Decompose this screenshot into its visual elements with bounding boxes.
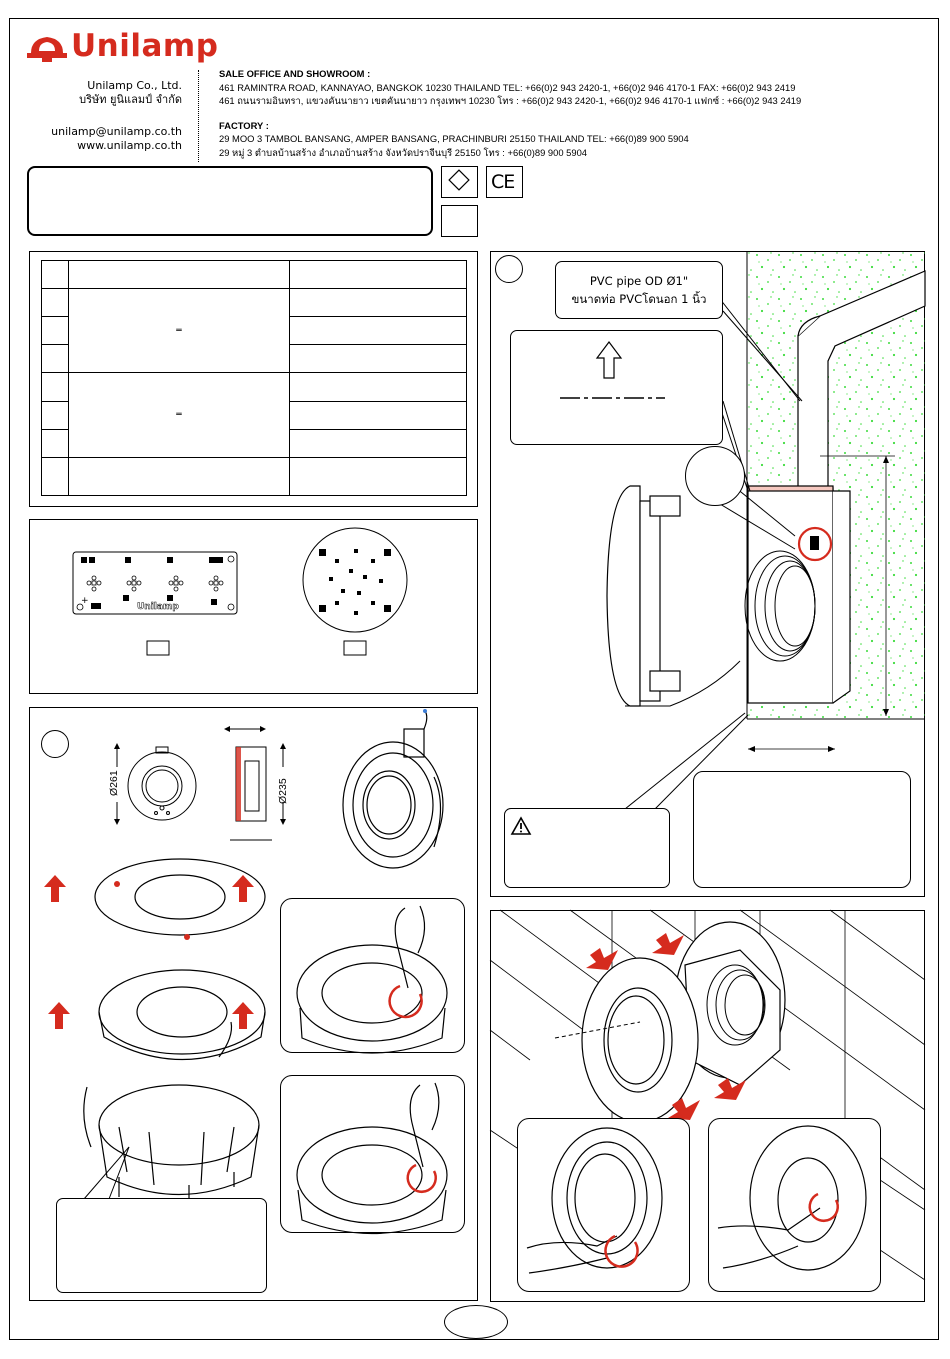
company-email[interactable]: unilamp@unilamp.co.th [51, 125, 182, 138]
page-frame [9, 18, 939, 1340]
round-pcb-label-box [343, 640, 367, 656]
class-mark-box [441, 166, 478, 198]
warning-triangle-icon [510, 816, 532, 835]
step-2-note-box [693, 771, 911, 888]
brand-name: Unilamp [71, 28, 219, 64]
ce-mark: CE [491, 171, 515, 193]
dimension-inner: Ø235 [277, 778, 289, 804]
factory-heading: FACTORY : [219, 119, 269, 131]
pvc-label-en: PVC pipe OD Ø1" [589, 274, 689, 288]
header-divider [198, 70, 199, 162]
step-1-note-box [56, 1198, 267, 1293]
fitting-drawing [489, 909, 926, 1281]
step-2-number-circle [495, 255, 523, 283]
sales-line-en: 461 RAMINTRA ROAD, KANNAYAO, BANGKOK 102… [219, 81, 796, 93]
detail-fit-ring-2 [708, 1118, 881, 1292]
pvc-label-th: ขนาดท่อ PVCโดนอก 1 นิ้ว [571, 292, 707, 306]
detail-remove-ring-bottom [280, 1075, 465, 1233]
connector-highlight-circle [797, 526, 833, 562]
address-block: SALE OFFICE AND SHOWROOM : 461 RAMINTRA … [219, 67, 801, 159]
step-3-panel [490, 910, 925, 1302]
factory-line-en: 29 MOO 3 TAMBOL BANSANG, AMPER BANSANG, … [219, 133, 689, 144]
page-number-oval [444, 1305, 508, 1339]
company-web[interactable]: www.unilamp.co.th [77, 139, 182, 152]
dimension-outer: Ø261 [108, 770, 120, 796]
sales-line-th: 461 ถนนรามอินทรา, แขวงคันนายาว เขตคันนาย… [219, 95, 802, 106]
detail-remove-ring-top [280, 898, 465, 1053]
detail-zoom-circle [685, 446, 745, 506]
fit-detail-1-drawing [526, 1127, 663, 1274]
screwdriver-detail-2 [296, 1082, 448, 1235]
company-block: Unilamp Co., Ltd. บริษัท ยูนิแลมป์ จำกัด… [40, 79, 182, 153]
led-board-panel [29, 519, 478, 694]
factory-line-th: 29 หมู่ 3 ตำบลบ้านสร้าง อำเภอบ้านสร้าง จ… [219, 146, 588, 158]
wall-installation-drawing [606, 251, 926, 810]
step-1-number-circle [41, 730, 69, 758]
warning-box [504, 808, 670, 888]
round-pcb-icon [302, 527, 408, 633]
pcb-brand: Unilamp [137, 602, 179, 612]
led-board-drawings: + Unilamp [72, 527, 408, 656]
equal-sign: ═ [68, 372, 290, 458]
rectangular-pcb-icon: + [72, 551, 238, 615]
step-1-panel [29, 707, 478, 1301]
unilamp-logo: Unilamp [27, 28, 227, 68]
fit-detail-2-drawing [717, 1125, 867, 1271]
water-level-box [510, 330, 723, 445]
spec-panel [29, 251, 478, 507]
company-name-en: Unilamp Co., Ltd. [87, 79, 182, 92]
water-level-arrow-icon [560, 341, 665, 399]
ce-mark-box: CE [486, 166, 523, 198]
pcb-label-box [146, 640, 170, 656]
svg-text:+: + [81, 596, 89, 606]
disassembly-drawing [44, 709, 444, 1202]
pvc-pipe-label: PVC pipe OD Ø1" ขนาดท่อ PVCโดนอก 1 นิ้ว [555, 261, 723, 319]
equal-sign: ═ [68, 288, 290, 374]
company-name-th: บริษัท ยูนิแลมป์ จำกัด [79, 93, 182, 106]
spec-table: ═ ═ [41, 259, 467, 497]
lamp-logo-icon [27, 37, 67, 62]
diamond-icon [448, 169, 470, 191]
product-title-box [27, 166, 433, 236]
screwdriver-detail-1 [296, 905, 448, 1054]
sales-heading: SALE OFFICE AND SHOWROOM : [219, 68, 371, 79]
ip-mark-box [441, 205, 478, 237]
